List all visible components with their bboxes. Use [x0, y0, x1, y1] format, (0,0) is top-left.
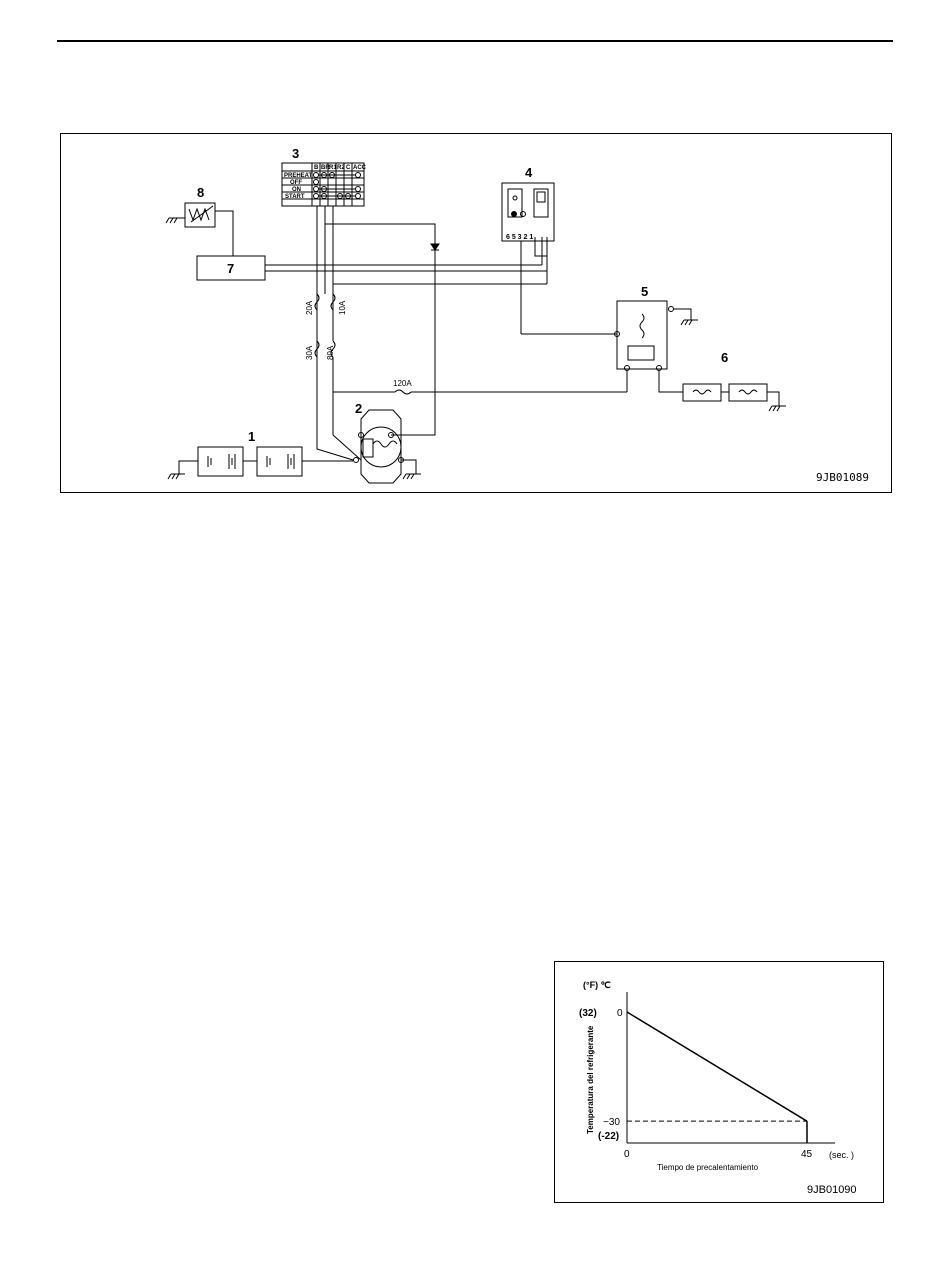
switch-row-preheat: PREHEAT — [284, 173, 313, 179]
y-tick-celsius-0: 0 — [617, 1008, 623, 1019]
label-controller: 7 — [227, 261, 234, 276]
x-unit-label: (sec. ) — [829, 1150, 854, 1160]
switch-header-c: C — [346, 165, 351, 171]
starter-motor — [354, 410, 404, 483]
switch-header-acc: ACC — [353, 165, 367, 171]
y-tick-fahrenheit-32: (32) — [579, 1008, 597, 1019]
label-heater-relay: 5 — [641, 284, 648, 299]
wiring-diagram: 8 7 3 4 5 6 2 1 B BR R1 R2 C ACC PREHEAT… — [60, 133, 892, 493]
header-rule — [57, 40, 893, 42]
label-key-switch: 3 — [292, 146, 299, 161]
y-unit-label: (°F) ℃ — [583, 980, 611, 990]
label-starter: 2 — [355, 401, 362, 416]
x-tick-0: 0 — [624, 1149, 630, 1160]
heater-relay — [615, 301, 674, 371]
relay-terminals: 6 5 3 2 1 — [506, 234, 533, 241]
y-tick-celsius-minus-30: −30 — [603, 1117, 620, 1128]
diode-symbol — [431, 244, 439, 250]
figure-id-wiring: 9JB01089 — [816, 471, 869, 484]
x-tick-45: 45 — [801, 1149, 813, 1160]
switch-header-r2: R2 — [337, 165, 345, 171]
x-axis-title: Tiempo de precalentamiento — [657, 1163, 759, 1172]
fuse-10a-label: 10A — [338, 300, 347, 315]
y-axis-title: Temperatura del refrigerante — [586, 1025, 595, 1134]
switch-row-on: ON — [292, 187, 301, 193]
fuse-120a-symbol — [395, 390, 411, 394]
fuse-20a-label: 20A — [305, 300, 314, 315]
fuse-80a-label: 80A — [326, 345, 335, 360]
figure-id-chart: 9JB01090 — [807, 1184, 857, 1196]
preheat-chart: (°F) ℃ (sec. ) (32) 0 −30 (-22) 0 45 Tie… — [554, 961, 884, 1203]
switch-row-start: START — [285, 194, 305, 200]
fuse-120a-label: 120A — [393, 379, 412, 388]
fuse-30a-label: 30A — [305, 345, 314, 360]
chart-svg: (°F) ℃ (sec. ) (32) 0 −30 (-22) 0 45 Tie… — [555, 962, 883, 1202]
preheat-relay — [502, 183, 554, 241]
label-battery: 1 — [248, 429, 255, 444]
ground-symbol — [166, 218, 183, 223]
label-heater: 6 — [721, 350, 728, 365]
switch-row-off: OFF — [290, 180, 302, 186]
wiring-svg: 8 7 3 4 5 6 2 1 B BR R1 R2 C ACC PREHEAT… — [61, 134, 891, 492]
y-tick-fahrenheit-minus-22: (-22) — [598, 1131, 619, 1142]
temperature-series-line — [627, 1012, 807, 1121]
label-preheat-relay: 4 — [525, 165, 533, 180]
label-sensor: 8 — [197, 185, 204, 200]
switch-header-b: B — [314, 165, 319, 171]
